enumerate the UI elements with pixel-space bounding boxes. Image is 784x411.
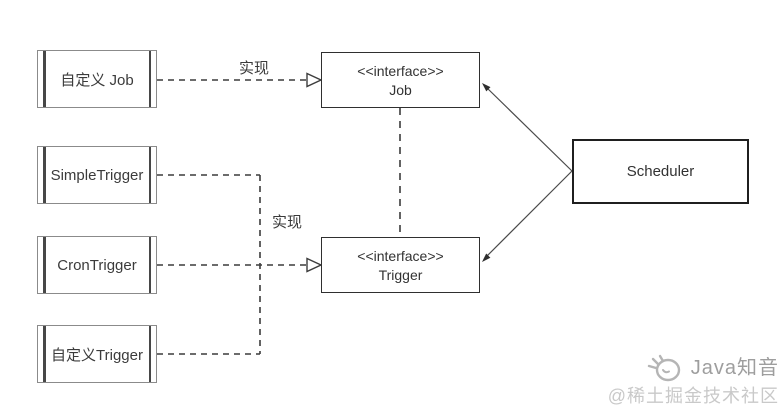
interface-name: Trigger [378, 266, 423, 283]
filled-arrowhead [482, 83, 491, 92]
watermark-community: @稀土掘金技术社区 [607, 386, 779, 407]
edge-label-realize-trigger: 实现 [272, 214, 303, 231]
component-side-bar [148, 147, 151, 203]
node-label: 自定义Trigger [51, 346, 143, 364]
node-simple-trigger: SimpleTrigger [37, 146, 157, 204]
realize-job-connector [157, 72, 323, 88]
realize-trigger-connector [157, 174, 323, 355]
node-job-interface: <<interface>> Job [321, 52, 480, 108]
component-side-bar [43, 237, 46, 293]
component-side-bar [43, 326, 46, 382]
scheduler-trigger-arrow [482, 170, 573, 262]
interface-stereotype: <<interface>> [357, 62, 444, 79]
hollow-triangle-arrowhead [306, 257, 323, 273]
node-label: SimpleTrigger [50, 166, 144, 184]
interface-name: Job [389, 81, 412, 98]
interface-stereotype: <<interface>> [357, 247, 444, 264]
hollow-triangle-arrowhead [306, 72, 323, 88]
scheduler-job-arrow [482, 83, 573, 172]
filled-arrowhead [482, 253, 491, 262]
javazhiyin-logo-icon [647, 355, 680, 382]
component-side-bar [43, 147, 46, 203]
watermark: Java知音 @稀土掘金技术社区 [608, 351, 779, 407]
edge-label-realize-job: 实现 [239, 60, 270, 77]
node-custom-job: 自定义 Job [37, 50, 157, 108]
component-side-bar [43, 51, 46, 107]
node-trigger-interface: <<interface>> Trigger [321, 237, 480, 293]
node-label: CronTrigger [57, 256, 137, 274]
node-label: 自定义 Job [60, 71, 134, 89]
watermark-brand: Java知音 [690, 357, 779, 380]
component-side-bar [148, 237, 151, 293]
component-side-bar [148, 326, 151, 382]
node-scheduler: Scheduler [572, 139, 749, 204]
node-label: Scheduler [626, 163, 695, 180]
node-cron-trigger: CronTrigger [37, 236, 157, 294]
node-custom-trigger: 自定义Trigger [37, 325, 157, 383]
component-side-bar [148, 51, 151, 107]
